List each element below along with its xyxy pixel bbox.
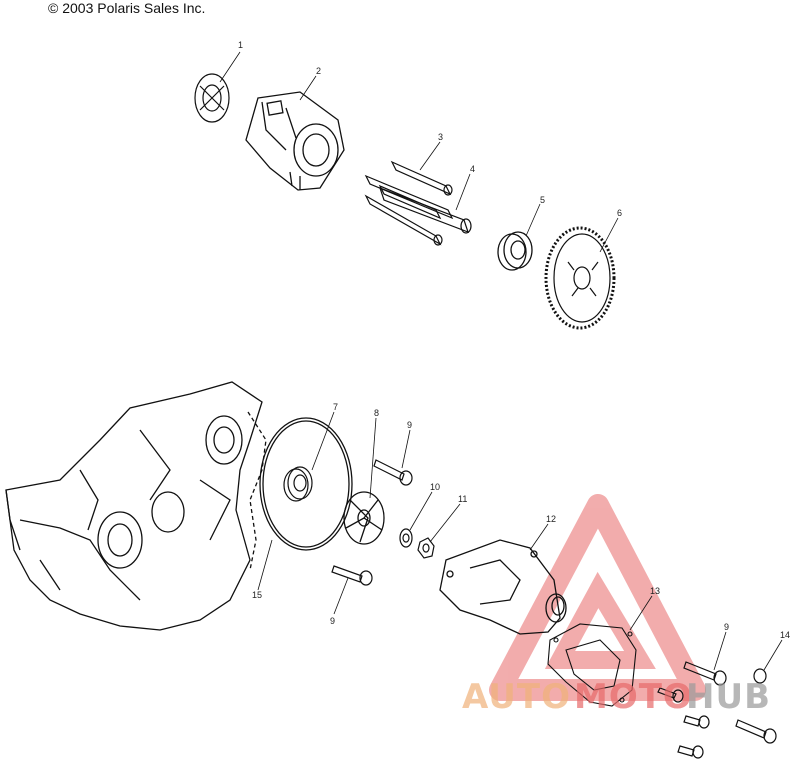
leader-lines: [219, 51, 783, 671]
callout-15: 15: [252, 590, 262, 600]
callout-6: 6: [617, 208, 622, 218]
callout-7: 7: [333, 402, 338, 412]
callout-9: 9: [407, 420, 412, 430]
part-1-pump-rotor: [194, 73, 230, 123]
part-14-bolts: [657, 668, 777, 759]
callout-4: 4: [470, 164, 475, 174]
part-5-bearing: [497, 231, 533, 271]
part-7-seal: [283, 466, 313, 502]
part-15-o-ring: [259, 417, 353, 551]
part-9-bolt: [373, 459, 413, 486]
part-8-impeller: [343, 491, 385, 545]
part-4-pump-shaft: [379, 186, 472, 234]
part-10-washer: [399, 528, 413, 548]
callout-9-lower: 9: [330, 616, 335, 626]
crankcase-half: [5, 381, 267, 631]
callout-5: 5: [540, 195, 545, 205]
callout-10: 10: [430, 482, 440, 492]
callout-12: 12: [546, 514, 556, 524]
part-9-bolt-right: [683, 661, 727, 686]
watermark-moto: MOTO: [574, 677, 693, 717]
callout-13: 13: [650, 586, 660, 596]
callout-9-right: 9: [724, 622, 729, 632]
part-13-gasket: [547, 623, 637, 707]
part-9-bolt-lower: [331, 565, 373, 586]
callout-8: 8: [374, 408, 379, 418]
callout-2: 2: [316, 66, 321, 76]
automotohub-watermark-text: AUTO MOTO HUB: [462, 677, 771, 717]
callout-1: 1: [238, 40, 243, 50]
part-3-pump-bolts: [364, 160, 454, 246]
callout-labels: 1 2 3 4 5 6 7 8 9 10 11 12 13 14 15 9 9: [238, 40, 790, 640]
watermark-hub: HUB: [686, 677, 771, 717]
part-12-pump-cover: [439, 539, 567, 635]
part-2-pump-housing: [245, 91, 345, 191]
part-6-drive-gear: [544, 226, 616, 330]
watermark-auto: AUTO: [462, 677, 571, 717]
automotohub-watermark-logo: [489, 494, 706, 701]
callout-3: 3: [438, 132, 443, 142]
part-11-nut: [417, 537, 435, 559]
callout-11: 11: [458, 494, 467, 504]
copyright-notice: © 2003 Polaris Sales Inc.: [48, 0, 206, 16]
callout-14: 14: [780, 630, 790, 640]
